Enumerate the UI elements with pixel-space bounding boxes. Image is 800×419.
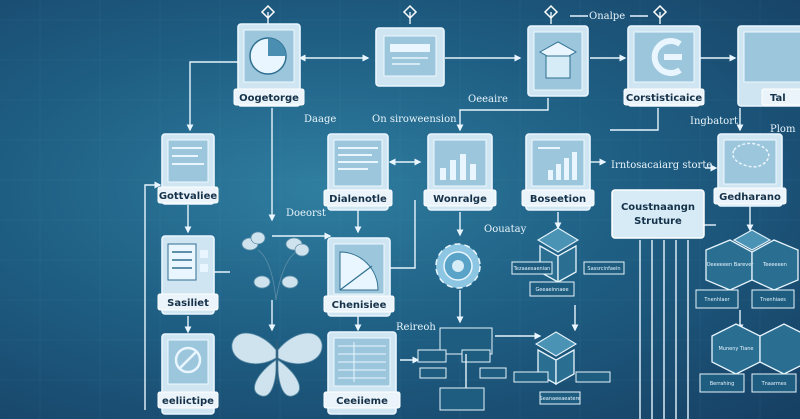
card-graduation[interactable] <box>527 25 589 97</box>
card-ceeiieme[interactable]: Ceeiieme <box>323 331 401 415</box>
structure-subtitle: Struture <box>634 216 682 227</box>
table-icon <box>338 342 386 382</box>
card-document-top[interactable] <box>375 27 445 87</box>
chart-icon <box>339 251 379 291</box>
card-label: Wonralge <box>433 194 487 205</box>
card-oogetorge[interactable]: Oogetorge <box>233 23 305 107</box>
card-corstisticaice[interactable]: Corstisticaice <box>623 25 705 107</box>
card-boseetion[interactable]: Boseetion <box>521 133 595 211</box>
refresh-icon <box>651 38 682 76</box>
card-label: Boseetion <box>530 194 586 205</box>
right-hex-cluster: Oeeeeeen Barever Teeeeeen Tnenhlaer Tnen… <box>695 229 800 393</box>
card-label: eeliictipe <box>162 396 214 407</box>
checklist-icon <box>167 243 197 281</box>
card-gottvaliee[interactable]: Gottvaliee <box>157 133 219 205</box>
card-label: Oogetorge <box>239 93 299 104</box>
pyramid-hex-cluster: Tezaaesaenian Sassrcinfaein Geeaeinnaee <box>511 227 625 297</box>
top-diamond-markers <box>260 4 668 20</box>
connector-lines <box>144 12 754 419</box>
card-chenisiee[interactable]: Chenisiee <box>323 237 395 317</box>
mini-label: Tnenhiaes <box>759 297 786 303</box>
label-daage: Daage <box>304 114 336 125</box>
card-tal[interactable]: Tal <box>737 25 800 107</box>
label-oeeaire: Oeeaire <box>468 94 508 105</box>
mini-label: Sassrcinfaein <box>587 266 620 272</box>
card-dialenotle[interactable]: Dialenotle <box>323 133 393 211</box>
bar-chart-icon <box>548 152 577 180</box>
label-oouatay: Oouatay <box>484 224 527 235</box>
card-label: Gottvaliee <box>159 191 218 202</box>
mini-label: Muneny Tiane <box>718 346 753 352</box>
label-irntosacaiarg: Irntosacaiarg storte <box>611 160 712 171</box>
bottom-hex-cluster: Seanaeeaeatere <box>513 331 611 405</box>
card-label: Chenisiee <box>332 300 387 311</box>
flower-illustration <box>241 231 310 301</box>
butterfly-illustration <box>231 332 323 397</box>
card-label: Sasiliet <box>167 298 209 309</box>
structure-title: Coustnaangn <box>621 202 695 213</box>
map-icon <box>732 142 770 168</box>
mini-label: Tnenhlaer <box>703 297 730 303</box>
mini-label: Berrahing <box>710 381 735 387</box>
label-plom: Plom <box>770 124 796 135</box>
document-icon <box>390 44 430 52</box>
structure-box[interactable]: Coustnaangn Struture <box>611 189 705 239</box>
mini-label: Tezaaesaenian <box>513 266 551 272</box>
mini-label: Teeeeeen <box>762 262 787 268</box>
mini-label: Seanaeeaeatere <box>540 396 581 402</box>
gear-icon <box>435 243 481 289</box>
card-sasiliet[interactable]: Sasiliet <box>157 235 219 315</box>
card-gedharano[interactable]: Gedharano <box>713 133 787 207</box>
card-eeliictipe[interactable]: eeliictipe <box>157 333 219 415</box>
mini-label: Geeaeinnaee <box>535 287 568 293</box>
label-doeorst: Doeorst <box>286 208 326 219</box>
card-label: Ceeiieme <box>336 396 388 407</box>
mini-label: Tnaarmes <box>761 381 787 387</box>
no-entry-icon <box>174 346 202 374</box>
label-ingbatort: Ingbatort <box>690 116 738 127</box>
card-wonralge[interactable]: Wonralge <box>423 133 497 211</box>
card-label: Dialenotle <box>329 194 387 205</box>
mini-label: Oeeeeeen Barever <box>707 262 755 268</box>
card-label: Tal <box>770 93 786 104</box>
card-label: Corstisticaice <box>626 93 702 104</box>
card-label: Gedharano <box>719 192 781 203</box>
small-flow-boxes <box>417 327 507 411</box>
label-onalpe: Onalpe <box>589 11 625 22</box>
bar-chart-icon <box>440 154 476 180</box>
label-reireoh: Reireoh <box>396 322 436 333</box>
label-on-siroweension: On siroweension <box>372 114 457 125</box>
